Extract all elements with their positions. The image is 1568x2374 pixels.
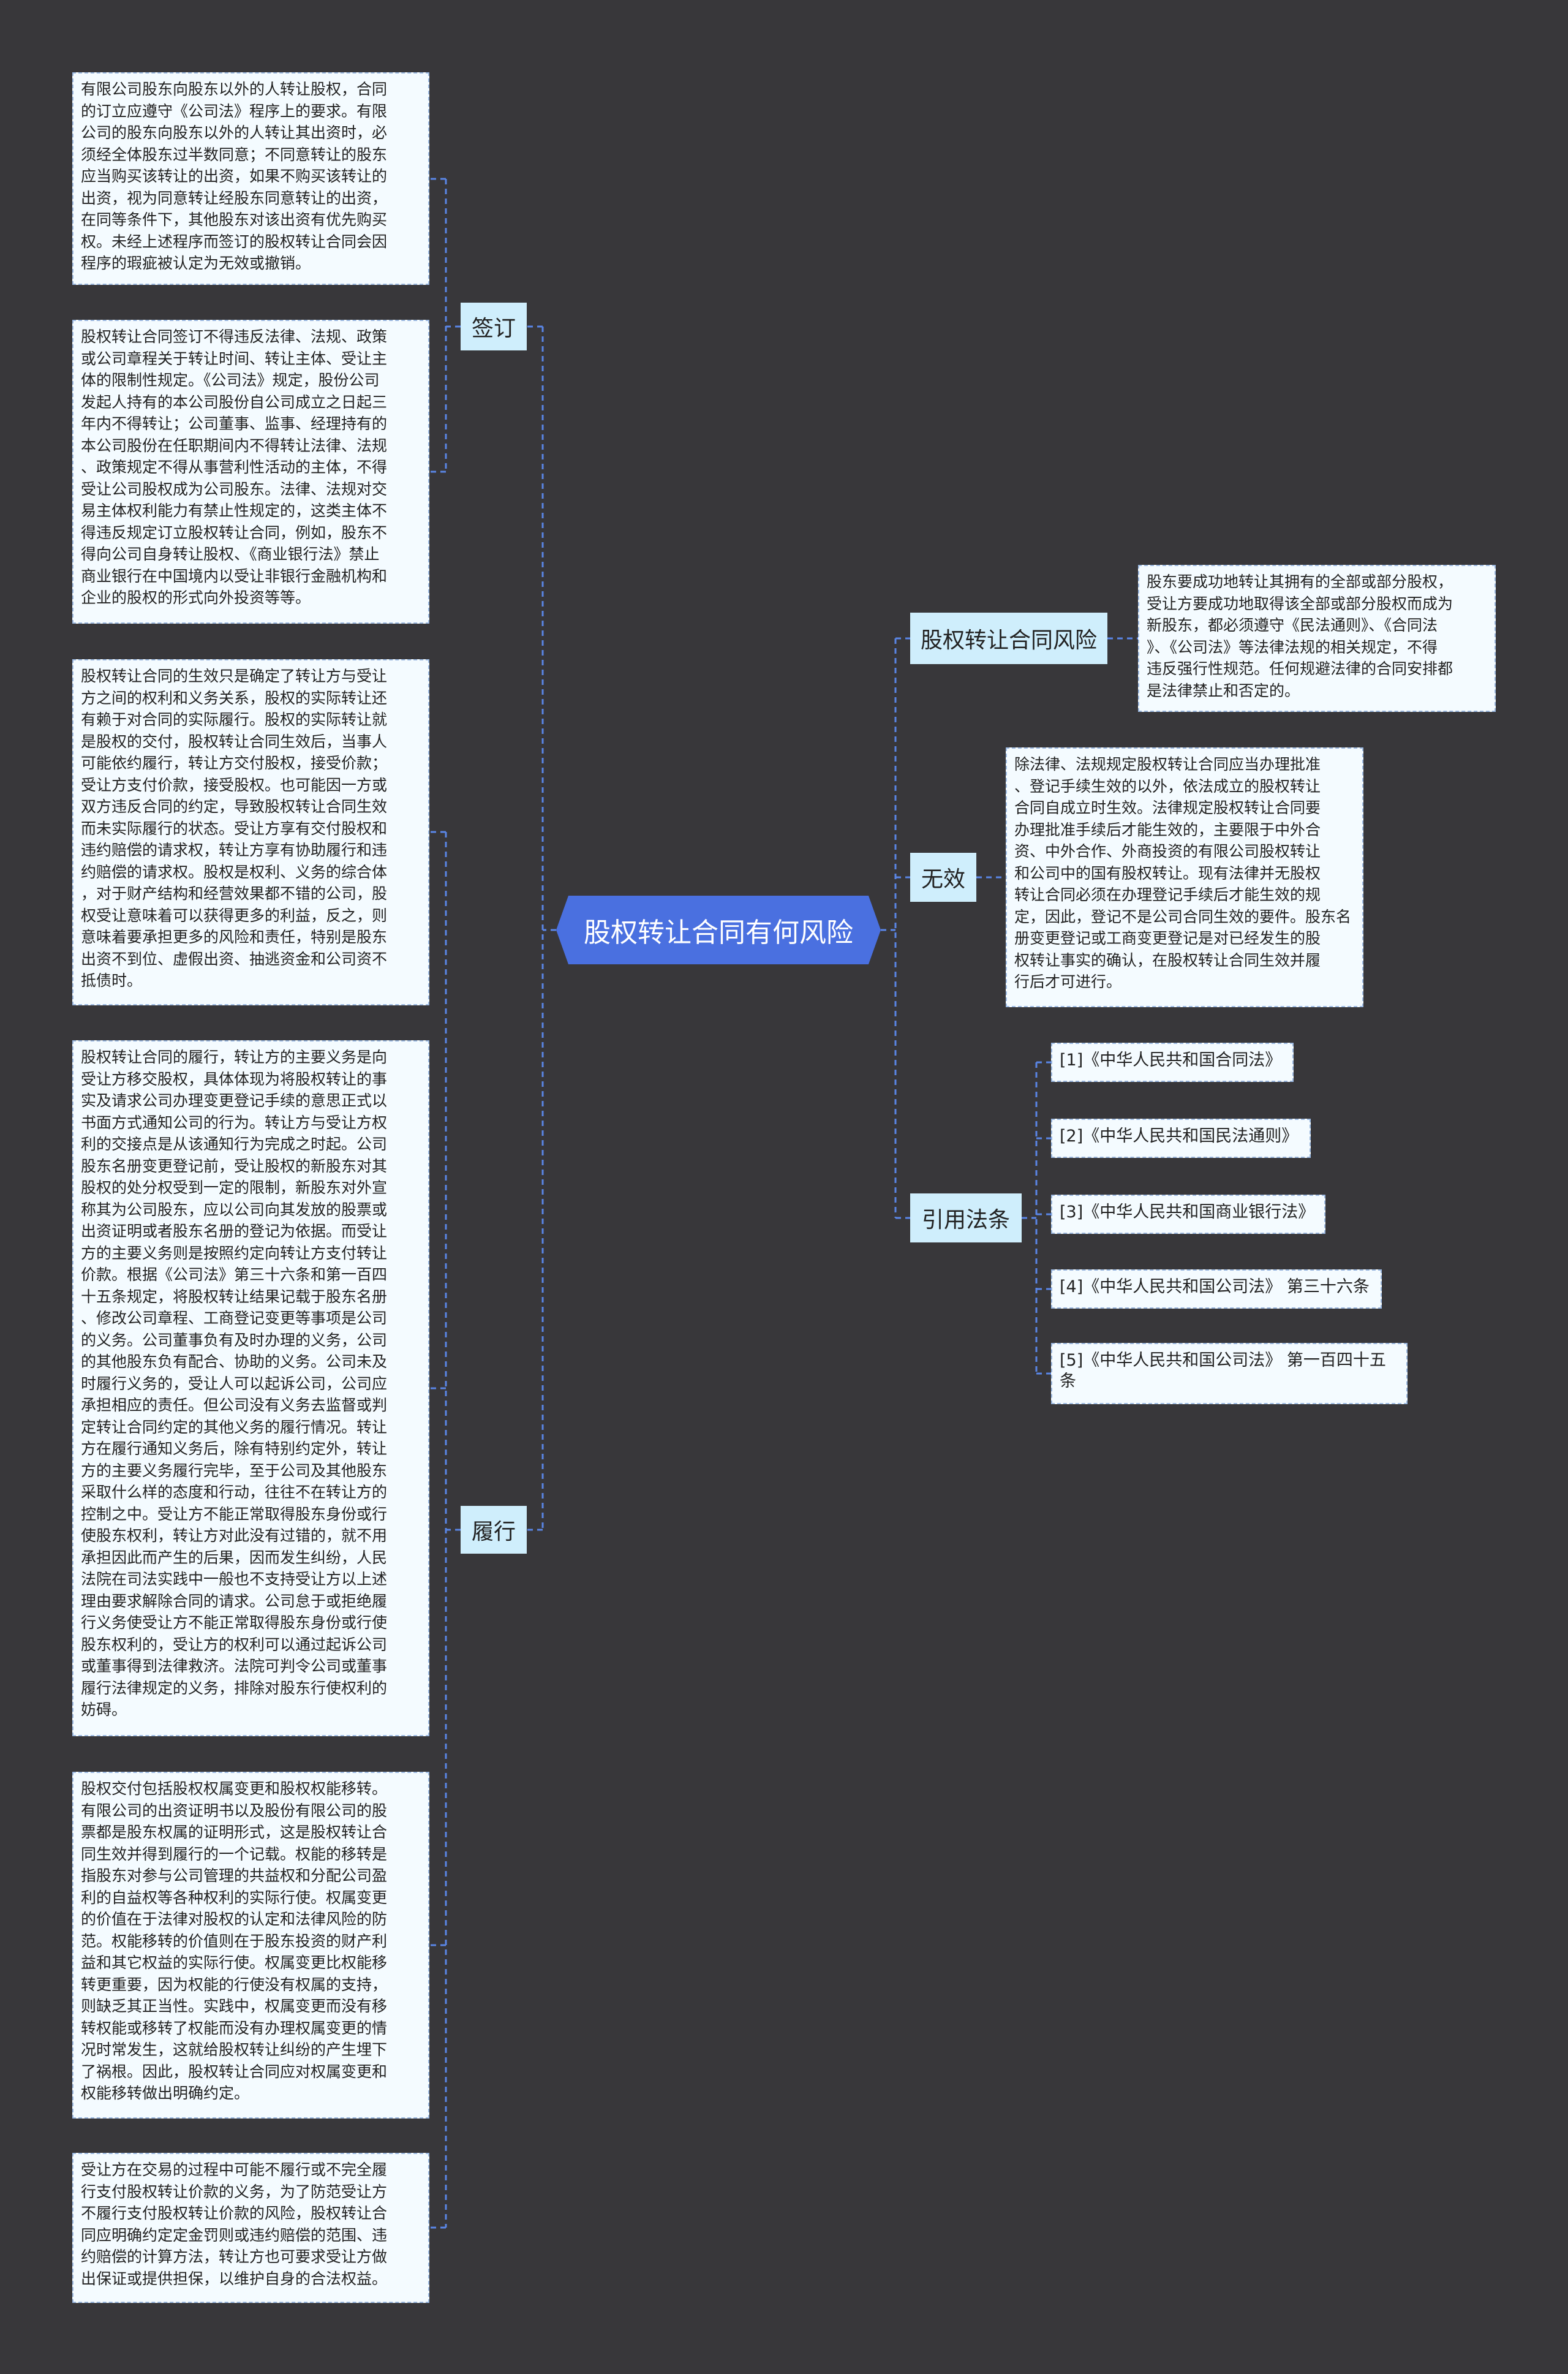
branch-yinyong[interactable]: 引用法条 <box>910 1193 1022 1242</box>
leaf-lvxing-payment: 受让方在交易的过程中可能不履行或不完全履 行支付股权转让价款的义务，为了防范受让… <box>72 2153 429 2303</box>
ref-company-law-36[interactable]: [4]《中华人民共和国公司法》 第三十六条 <box>1051 1269 1382 1309</box>
root-shape <box>556 896 881 964</box>
leaf-wuxiao: 除法律、法规规定股权转让合同应当办理批准 、登记手续生效的以外，依法成立的股权转… <box>1006 747 1363 1007</box>
branch-fengxian[interactable]: 股权转让合同风险 <box>910 613 1107 664</box>
leaf-qianding-procedure: 有限公司股东向股东以外的人转让股权，合同 的订立应遵守《公司法》程序上的要求。有… <box>72 72 429 285</box>
leaf-lvxing-delivery: 股权交付包括股权权属变更和股权权能移转。 有限公司的出资证明书以及股份有限公司的… <box>72 1772 429 2119</box>
leaf-qianding-restrictions: 股权转让合同签订不得违反法律、法规、政策 或公司章程关于转让时间、转让主体、受让… <box>72 320 429 624</box>
leaf-lvxing-obligations: 股权转让合同的履行，转让方的主要义务是向 受让方移交股权，具体体现为将股权转让的… <box>72 1040 429 1736</box>
ref-civil-law[interactable]: [2]《中华人民共和国民法通则》 <box>1051 1119 1311 1158</box>
branch-lvxing[interactable]: 履行 <box>461 1506 527 1554</box>
leaf-lvxing-effect: 股权转让合同的生效只是确定了转让方与受让 方之间的权利和义务关系，股权的实际转让… <box>72 659 429 1005</box>
branch-wuxiao-label[interactable]: 无效 <box>910 853 976 902</box>
branch-qianding[interactable]: 签订 <box>461 303 527 350</box>
root-label: 股权转让合同有何风险 <box>584 917 853 948</box>
ref-company-law-145[interactable]: [5]《中华人民共和国公司法》 第一百四十五 条 <box>1051 1343 1408 1404</box>
ref-contract-law[interactable]: [1]《中华人民共和国合同法》 <box>1051 1043 1294 1082</box>
root-node[interactable]: 股权转让合同有何风险 <box>556 896 881 964</box>
leaf-fengxian: 股东要成功地转让其拥有的全部或部分股权， 受让方要成功地取得该全部或部分股权而成… <box>1138 565 1496 712</box>
ref-commercial-bank-law[interactable]: [3]《中华人民共和国商业银行法》 <box>1051 1195 1325 1234</box>
